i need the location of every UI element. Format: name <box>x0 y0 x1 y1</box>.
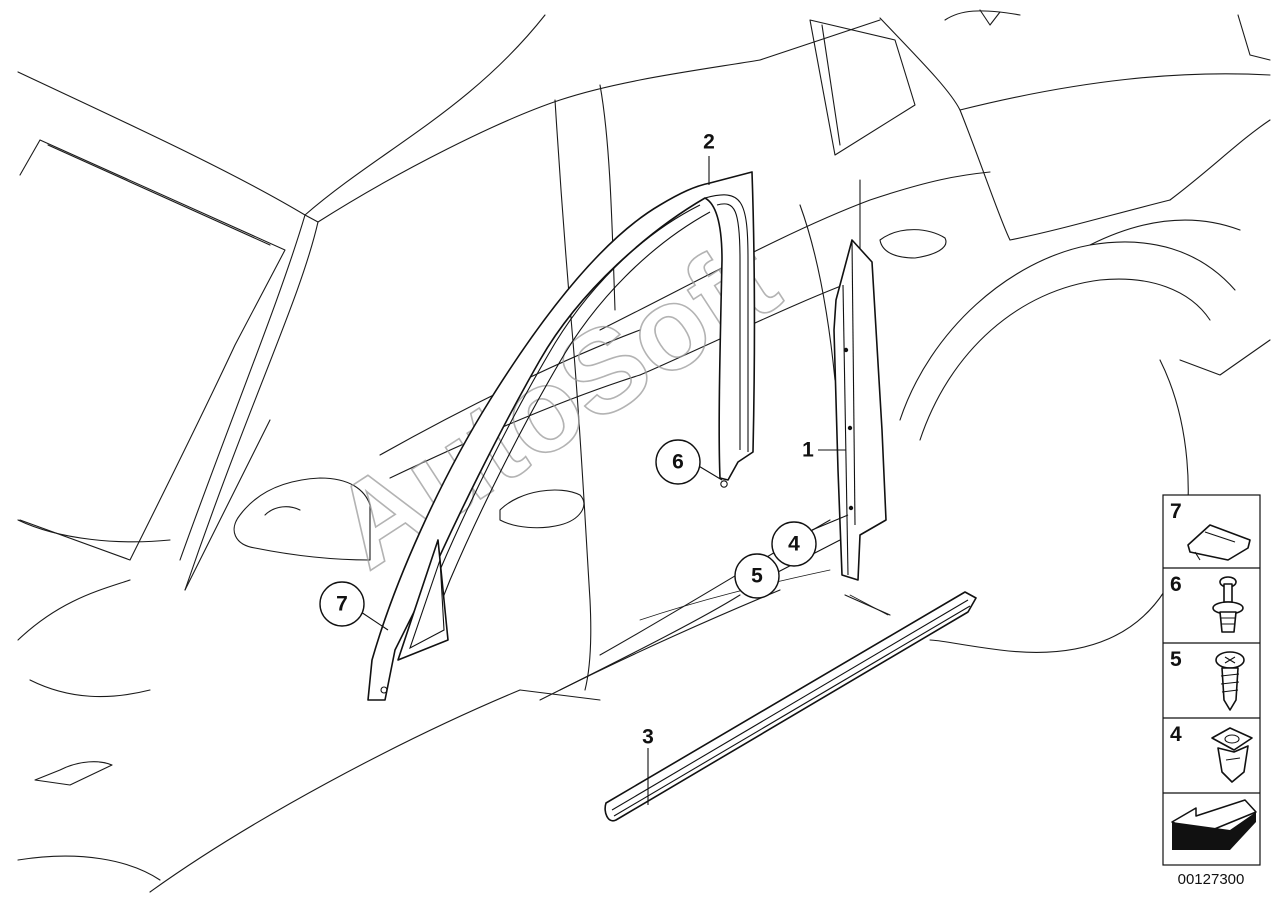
callout-6: 6 <box>655 439 701 485</box>
callout-2-label: 2 <box>703 131 715 154</box>
car-body-outline <box>17 9 1271 893</box>
callout-7-label: 7 <box>336 593 348 616</box>
expansion-rivet-icon <box>1212 576 1244 633</box>
callout-5-label: 5 <box>751 565 763 588</box>
legend-panel: 7 6 5 <box>1162 494 1261 866</box>
part-1-pillar-trim <box>833 239 887 581</box>
callout-4: 4 <box>771 521 817 567</box>
screw-icon <box>1215 651 1245 711</box>
callout-3-label: 3 <box>642 726 654 749</box>
part-2-window-seal <box>367 171 756 701</box>
callout-1-label: 1 <box>802 439 814 462</box>
callout-3: 3 <box>642 726 654 749</box>
legend-6-label: 6 <box>1170 573 1182 596</box>
callout-1: 1 <box>802 439 814 462</box>
clip-icon <box>1187 524 1251 561</box>
legend-7-label: 7 <box>1170 500 1182 523</box>
direction-arrow-icon <box>1171 799 1257 850</box>
legend-item-4: 4 <box>1170 723 1253 783</box>
callout-4-label: 4 <box>788 533 800 556</box>
diagram-code: 00127300 <box>1178 871 1245 888</box>
legend-arrow <box>1171 799 1257 850</box>
callout-2: 2 <box>703 131 715 154</box>
legend-4-label: 4 <box>1170 723 1182 746</box>
callout-7: 7 <box>319 581 365 627</box>
callout-5: 5 <box>734 553 780 599</box>
legend-5-label: 5 <box>1170 648 1182 671</box>
callout-6-label: 6 <box>672 451 684 474</box>
legend-item-6: 6 <box>1170 573 1244 633</box>
clip-nut-icon <box>1211 727 1253 783</box>
legend-item-7: 7 <box>1170 500 1251 561</box>
part-3-sill-strip <box>604 591 977 822</box>
legend-item-5: 5 <box>1170 648 1245 711</box>
